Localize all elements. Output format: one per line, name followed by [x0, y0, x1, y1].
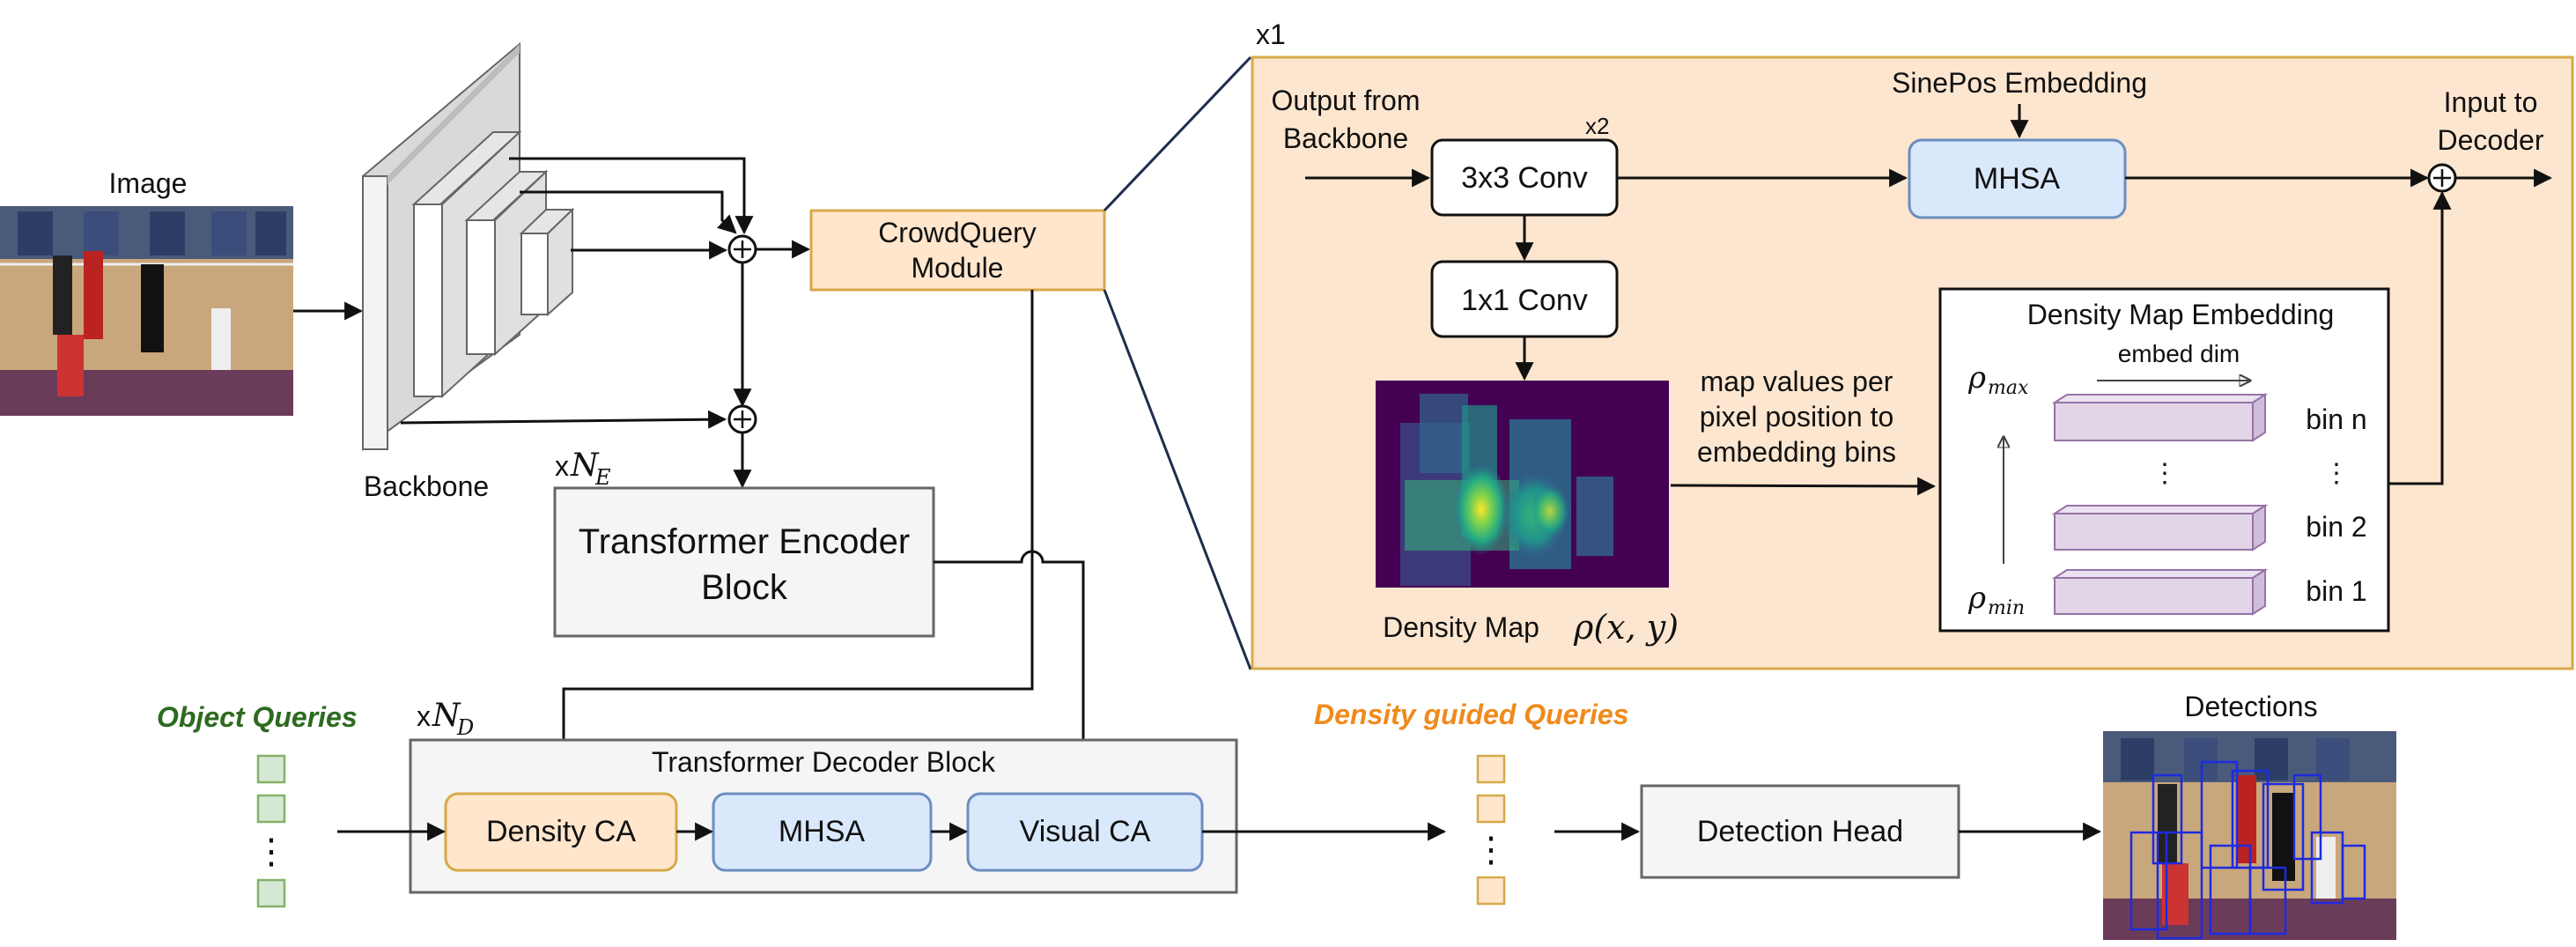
- sinepos-label: SinePos Embedding: [1892, 67, 2147, 99]
- backbone-label: Backbone: [364, 470, 489, 502]
- crowdquery-label-line1: CrowdQuery: [878, 217, 1037, 248]
- conv3x3-label: 3x3 Conv: [1461, 161, 1588, 195]
- decoder-repeat-sub: D: [456, 715, 474, 740]
- rho-max-sub: max: [1988, 377, 2029, 399]
- density-ca-label: Density CA: [486, 815, 636, 848]
- bin-1-label: bin 1: [2306, 575, 2366, 607]
- object-query-tokens: [256, 754, 286, 908]
- decoder-title: Transformer Decoder Block: [652, 746, 996, 778]
- embedding-title: Density Map Embedding: [2027, 299, 2335, 330]
- sum-node-lower: [727, 404, 757, 434]
- rho-min-sub: min: [1988, 597, 2025, 619]
- module-repeat-label: x1: [1256, 18, 1286, 50]
- decoder-mhsa-label: MHSA: [779, 815, 866, 848]
- decoder-repeat-symbol: N: [432, 698, 461, 734]
- detections-label: Detections: [2184, 691, 2317, 722]
- input-to-decoder-line1: Input to: [2444, 86, 2538, 118]
- density-map-image: [1376, 381, 1669, 588]
- conv3-repeat-label: x2: [1585, 113, 1609, 139]
- rho-max: ρ: [1967, 360, 1986, 396]
- density-map-label: Density Map: [1383, 611, 1539, 643]
- embed-dim-label: embed dim: [2118, 340, 2240, 367]
- density-queries-ellipsis: ⋮: [1473, 831, 1509, 869]
- encoder-label-line1: Transformer Encoder: [579, 522, 910, 561]
- map-values-line1: map values per: [1701, 366, 1893, 397]
- backbone-network: [362, 41, 575, 451]
- bin-labels-ellipsis: ⋮: [2323, 459, 2350, 488]
- object-queries-label: Object Queries: [157, 701, 358, 733]
- transformer-encoder-block: [553, 486, 935, 638]
- bin-1-block: [2051, 568, 2269, 616]
- output-from-backbone-line2: Backbone: [1283, 122, 1408, 154]
- encoder-repeat-sub: E: [594, 465, 611, 490]
- module-mhsa-label: MHSA: [1974, 162, 2061, 196]
- bin-2-label: bin 2: [2306, 511, 2366, 543]
- module-sum-node: [2427, 163, 2457, 193]
- bins-ellipsis: ⋮: [2152, 459, 2178, 488]
- detection-head: [1640, 784, 1960, 879]
- crowdquery-label-line2: Module: [912, 252, 1004, 284]
- conv1x1-label: 1x1 Conv: [1461, 284, 1588, 317]
- output-from-backbone-line1: Output from: [1272, 85, 1421, 116]
- visual-ca-label: Visual CA: [1020, 815, 1151, 848]
- density-map-symbol: ρ(x, y): [1573, 608, 1679, 647]
- image-label: Image: [109, 167, 188, 199]
- bin-n-label: bin n: [2306, 403, 2366, 435]
- detection-head-label: Detection Head: [1697, 815, 1903, 848]
- object-queries-ellipsis: ⋮: [254, 832, 289, 871]
- encoder-repeat-symbol: N: [570, 448, 600, 484]
- map-values-line2: pixel position to: [1700, 401, 1894, 433]
- decoder-repeat-prefix: x: [417, 700, 431, 732]
- crowdquery-module: [809, 209, 1106, 292]
- encoder-label-line2: Block: [701, 568, 788, 607]
- density-query-tokens: [1476, 754, 1506, 906]
- input-image: [0, 206, 293, 416]
- density-queries-label: Density guided Queries: [1314, 699, 1628, 730]
- bin-n-block: [2051, 393, 2269, 442]
- sum-node-upper: [727, 234, 757, 264]
- map-values-line3: embedding bins: [1697, 436, 1896, 468]
- rho-min: ρ: [1967, 581, 1986, 616]
- bin-2-block: [2051, 504, 2269, 551]
- encoder-repeat-prefix: x: [555, 450, 569, 482]
- input-to-decoder-line2: Decoder: [2438, 124, 2544, 156]
- detections-image: [2103, 731, 2396, 940]
